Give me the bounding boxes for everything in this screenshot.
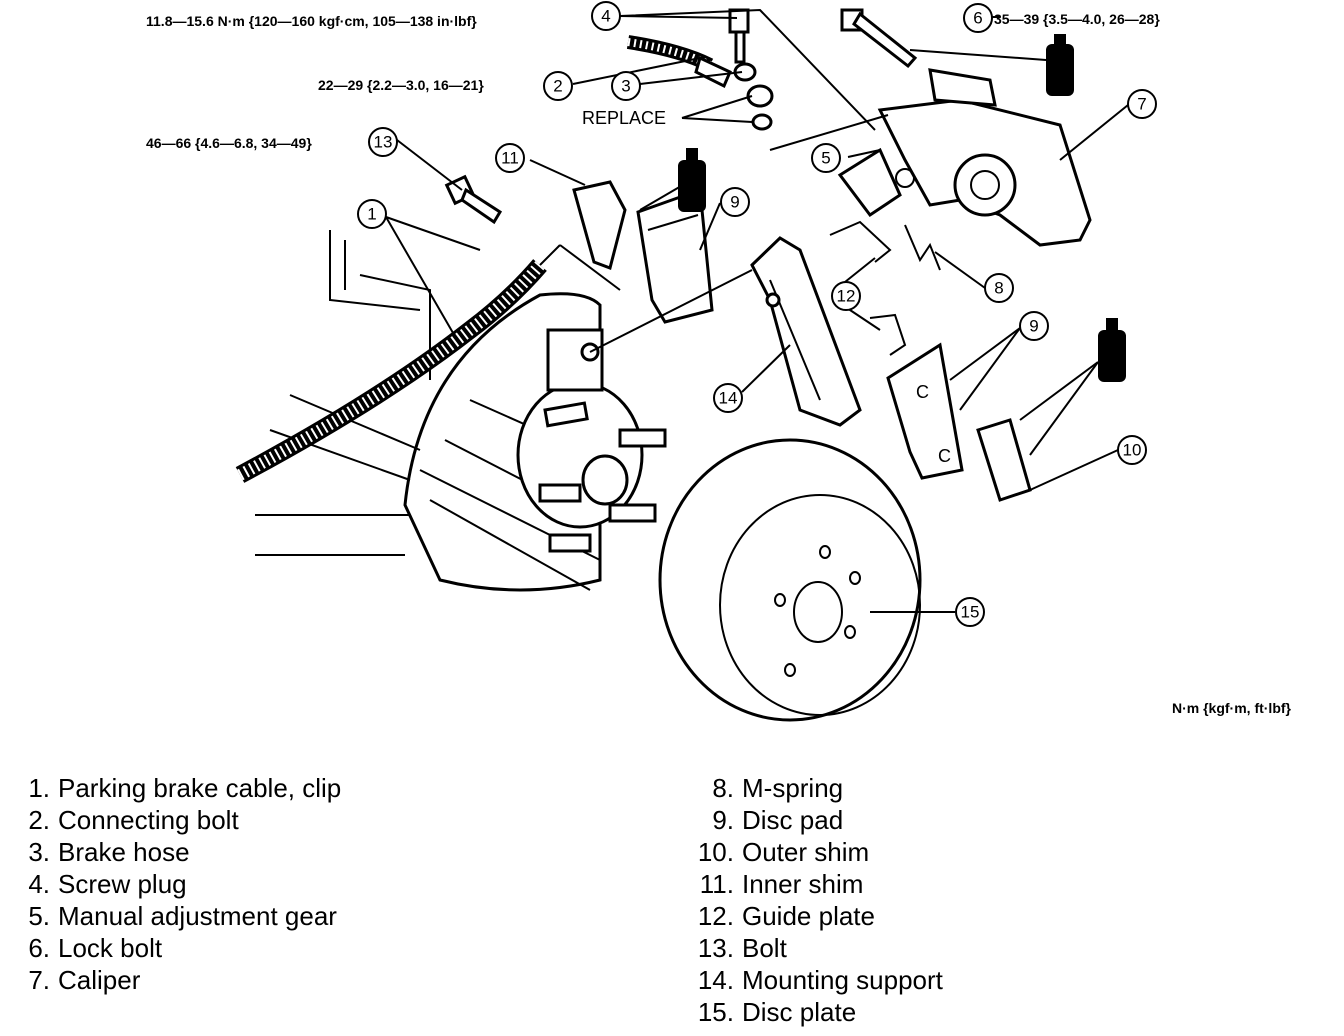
lock-bolt [840, 8, 918, 69]
legend-item: 15.Disc plate [697, 997, 857, 1027]
connecting-bolt [733, 62, 774, 131]
mounting-support [750, 236, 862, 427]
callout-10: 10 [1117, 435, 1147, 465]
legend-item: 10.Outer shim [697, 837, 870, 867]
svg-text:C: C [938, 446, 951, 466]
callout-14: 14 [713, 383, 743, 413]
svg-text:1: 1 [367, 205, 376, 224]
svg-text:12: 12 [837, 287, 856, 306]
brake-hose [626, 35, 732, 89]
legend-item: 6.Lock bolt [28, 933, 163, 963]
guide-plate [829, 220, 907, 356]
legend-column-right: 8.M-spring 9.Disc pad 10.Outer shim 11.I… [690, 772, 943, 1028]
disc-plate [658, 438, 922, 722]
outer-shim [976, 418, 1032, 502]
legend-item: 7.Caliper [28, 965, 141, 995]
callout-9b: 9 [1019, 311, 1049, 341]
svg-text:8: 8 [994, 279, 1003, 298]
legend-item: 8.M-spring [712, 773, 844, 803]
callout-7: 7 [1127, 89, 1157, 119]
svg-text:11: 11 [501, 149, 519, 168]
svg-text:7: 7 [1137, 95, 1146, 114]
svg-text:13: 13 [374, 133, 393, 152]
legend-column-left: 1.Parking brake cable, clip 2.Connecting… [6, 772, 341, 996]
leader-lines [385, 8, 1129, 613]
torque-screw-plug: 11.8—15.6 N·m {120—160 kgf·cm, 105—138 i… [146, 13, 477, 29]
callout-15: 15 [955, 597, 985, 627]
svg-text:15: 15 [961, 603, 980, 622]
callout-8: 8 [984, 273, 1014, 303]
svg-text:2: 2 [553, 77, 562, 96]
svg-text:6: 6 [973, 9, 982, 28]
torque-lock-bolt: 35—39 {3.5—4.0, 26—28} [994, 11, 1160, 27]
callout-11: 11 [495, 143, 525, 173]
legend-item: 12.Guide plate [697, 901, 875, 931]
callout-1: 1 [357, 199, 387, 229]
torque-unit-note: N·m {kgf·m, ft·lbf} [1172, 700, 1292, 716]
legend-item: 2.Connecting bolt [28, 805, 239, 835]
grease-icon [678, 34, 1126, 382]
svg-text:4: 4 [601, 7, 610, 26]
legend-item: 1.Parking brake cable, clip [28, 773, 342, 803]
suspension-arm [255, 230, 431, 556]
callout-4: 4 [591, 1, 621, 31]
replace-note: REPLACE [582, 108, 666, 128]
callout-9a: 9 [720, 187, 750, 217]
svg-text:9: 9 [730, 193, 739, 212]
callout-3: 3 [611, 71, 641, 101]
svg-text:3: 3 [621, 77, 630, 96]
parking-brake-cable [235, 244, 561, 483]
svg-text:9: 9 [1029, 317, 1038, 336]
callout-2: 2 [543, 71, 573, 101]
exploded-brake-diagram: 11.8—15.6 N·m {120—160 kgf·cm, 105—138 i… [146, 1, 1292, 722]
parts-legend: 1.Parking brake cable, clip 2.Connecting… [0, 772, 1344, 1036]
screw-plug [728, 8, 750, 64]
legend-item: 4.Screw plug [28, 869, 187, 899]
legend-item: 11.Inner shim [699, 869, 864, 899]
svg-text:14: 14 [719, 389, 738, 408]
torque-connecting-bolt: 22—29 {2.2—3.0, 16—21} [318, 77, 484, 93]
svg-text:5: 5 [821, 149, 830, 168]
callout-5: 5 [811, 143, 841, 173]
callout-6: 6 [963, 3, 993, 33]
legend-item: 13.Bolt [697, 933, 787, 963]
legend-item: 9.Disc pad [712, 805, 844, 835]
legend-item: 3.Brake hose [28, 837, 190, 867]
inner-shim [572, 180, 627, 270]
bolt-13 [444, 174, 503, 225]
wheel-hub [516, 328, 667, 553]
svg-text:10: 10 [1123, 441, 1142, 460]
legend-item: 5.Manual adjustment gear [28, 901, 337, 931]
caliper [837, 68, 1092, 247]
callout-13: 13 [368, 127, 398, 157]
torque-bolt-13: 46—66 {4.6—6.8, 34—49} [146, 135, 312, 151]
m-spring [904, 224, 941, 271]
disc-pad-outer: C C [886, 342, 964, 480]
legend-item: 14.Mounting support [697, 965, 943, 995]
svg-text:C: C [916, 382, 929, 402]
callout-12: 12 [831, 281, 861, 311]
